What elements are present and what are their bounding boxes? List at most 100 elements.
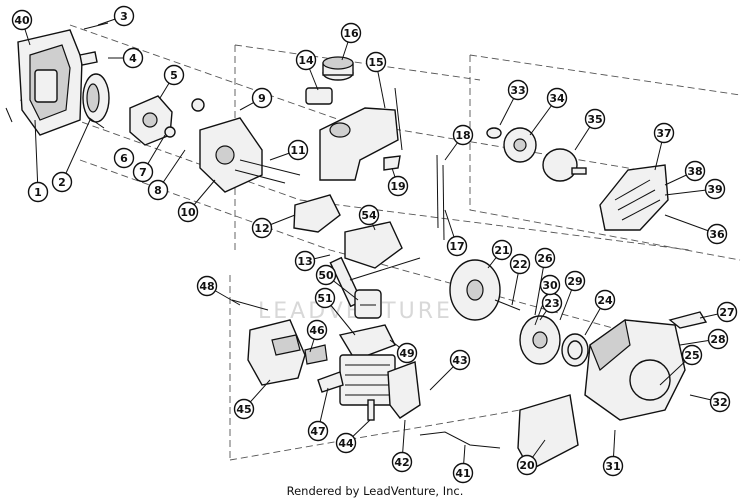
callout-label: 8 [154, 184, 162, 197]
callout-label: 7 [139, 166, 147, 179]
callout-label: 18 [455, 129, 470, 142]
callout-54: 54 [358, 204, 380, 226]
callout-11: 11 [287, 139, 309, 161]
clip-part [79, 51, 98, 66]
starter-handle [668, 311, 708, 329]
bracket-19 [383, 155, 401, 171]
callout-label: 36 [709, 228, 725, 241]
cylinder [339, 354, 396, 406]
callout-18: 18 [452, 124, 474, 146]
callout-label: 41 [455, 467, 470, 480]
callout-label: 44 [338, 437, 354, 450]
callout-label: 14 [298, 54, 314, 67]
spark-plug [367, 399, 375, 421]
callout-label: 24 [597, 294, 613, 307]
callout-label: 50 [318, 269, 334, 282]
callout-46: 46 [306, 319, 328, 341]
callout-5: 5 [163, 64, 185, 86]
callout-28: 28 [707, 328, 729, 350]
callout-label: 49 [399, 347, 414, 360]
callout-label: 42 [394, 456, 409, 469]
callout-1: 1 [27, 181, 49, 203]
gasket [293, 194, 341, 233]
callout-label: 9 [258, 92, 266, 105]
callout-label: 29 [567, 275, 582, 288]
callout-10: 10 [177, 201, 199, 223]
fuel-cap [322, 56, 354, 81]
callout-label: 38 [687, 165, 702, 178]
callout-45: 45 [233, 398, 255, 420]
callout-label: 48 [199, 280, 214, 293]
carburetor [129, 95, 176, 146]
callout-39: 39 [704, 178, 726, 200]
callout-51: 51 [314, 287, 336, 309]
clutch-housing [599, 164, 669, 231]
callout-34: 34 [546, 87, 568, 109]
callout-label: 27 [719, 306, 734, 319]
callout-44: 44 [335, 432, 357, 454]
screws-left [5, 22, 109, 129]
piston [354, 289, 382, 319]
recoil-spring [561, 333, 589, 367]
starter-housing [584, 318, 686, 421]
ignition-module [387, 361, 421, 419]
callout-26: 26 [534, 247, 556, 269]
callout-35: 35 [584, 108, 606, 130]
air-filter-cover [17, 29, 83, 136]
callout-32: 32 [709, 391, 731, 413]
callout-label: 30 [542, 279, 558, 292]
callout-2: 2 [51, 171, 73, 193]
callout-48: 48 [196, 275, 218, 297]
callout-label: 35 [587, 113, 602, 126]
callout-label: 40 [14, 14, 30, 27]
callout-37: 37 [653, 122, 675, 144]
callout-33: 33 [507, 79, 529, 101]
callout-label: 47 [310, 425, 325, 438]
credit-line: Rendered by LeadVenture, Inc. [286, 484, 464, 498]
leader-line [34, 119, 39, 193]
callout-label: 19 [390, 180, 405, 193]
callout-22: 22 [509, 253, 531, 275]
washer [486, 127, 502, 139]
callout-15: 15 [365, 51, 387, 73]
fuel-tank [319, 107, 399, 181]
callout-label: 54 [361, 209, 377, 222]
callout-label: 12 [254, 222, 269, 235]
callout-label: 5 [170, 69, 178, 82]
callout-38: 38 [684, 160, 706, 182]
callout-20: 20 [516, 454, 538, 476]
starter-pulley [519, 315, 561, 365]
callout-label: 34 [549, 92, 565, 105]
callout-13: 13 [294, 250, 316, 272]
callout-41: 41 [452, 462, 474, 484]
callout-label: 28 [710, 333, 725, 346]
callout-label: 43 [452, 354, 467, 367]
callout-label: 39 [707, 183, 722, 196]
callout-21: 21 [491, 239, 513, 261]
callout-25: 25 [681, 344, 703, 366]
callout-29: 29 [564, 270, 586, 292]
callout-3: 3 [113, 5, 135, 27]
callout-42: 42 [391, 451, 413, 473]
callout-label: 20 [519, 459, 535, 472]
callout-label: 21 [494, 244, 509, 257]
spark-arrestor [304, 344, 328, 365]
ground-wire [419, 431, 501, 449]
callout-36: 36 [706, 223, 728, 245]
callout-label: 25 [684, 349, 699, 362]
callout-50: 50 [315, 264, 337, 286]
callout-label: 15 [368, 56, 383, 69]
callout-19: 19 [387, 175, 409, 197]
callout-label: 4 [129, 52, 137, 65]
callout-14: 14 [295, 49, 317, 71]
callout-43: 43 [449, 349, 471, 371]
callout-label: 10 [180, 206, 196, 219]
callout-label: 3 [120, 10, 128, 23]
callout-label: 45 [236, 403, 251, 416]
callout-17: 17 [446, 235, 468, 257]
callout-49: 49 [396, 342, 418, 364]
callout-label: 22 [512, 258, 527, 271]
callout-label: 13 [297, 255, 312, 268]
